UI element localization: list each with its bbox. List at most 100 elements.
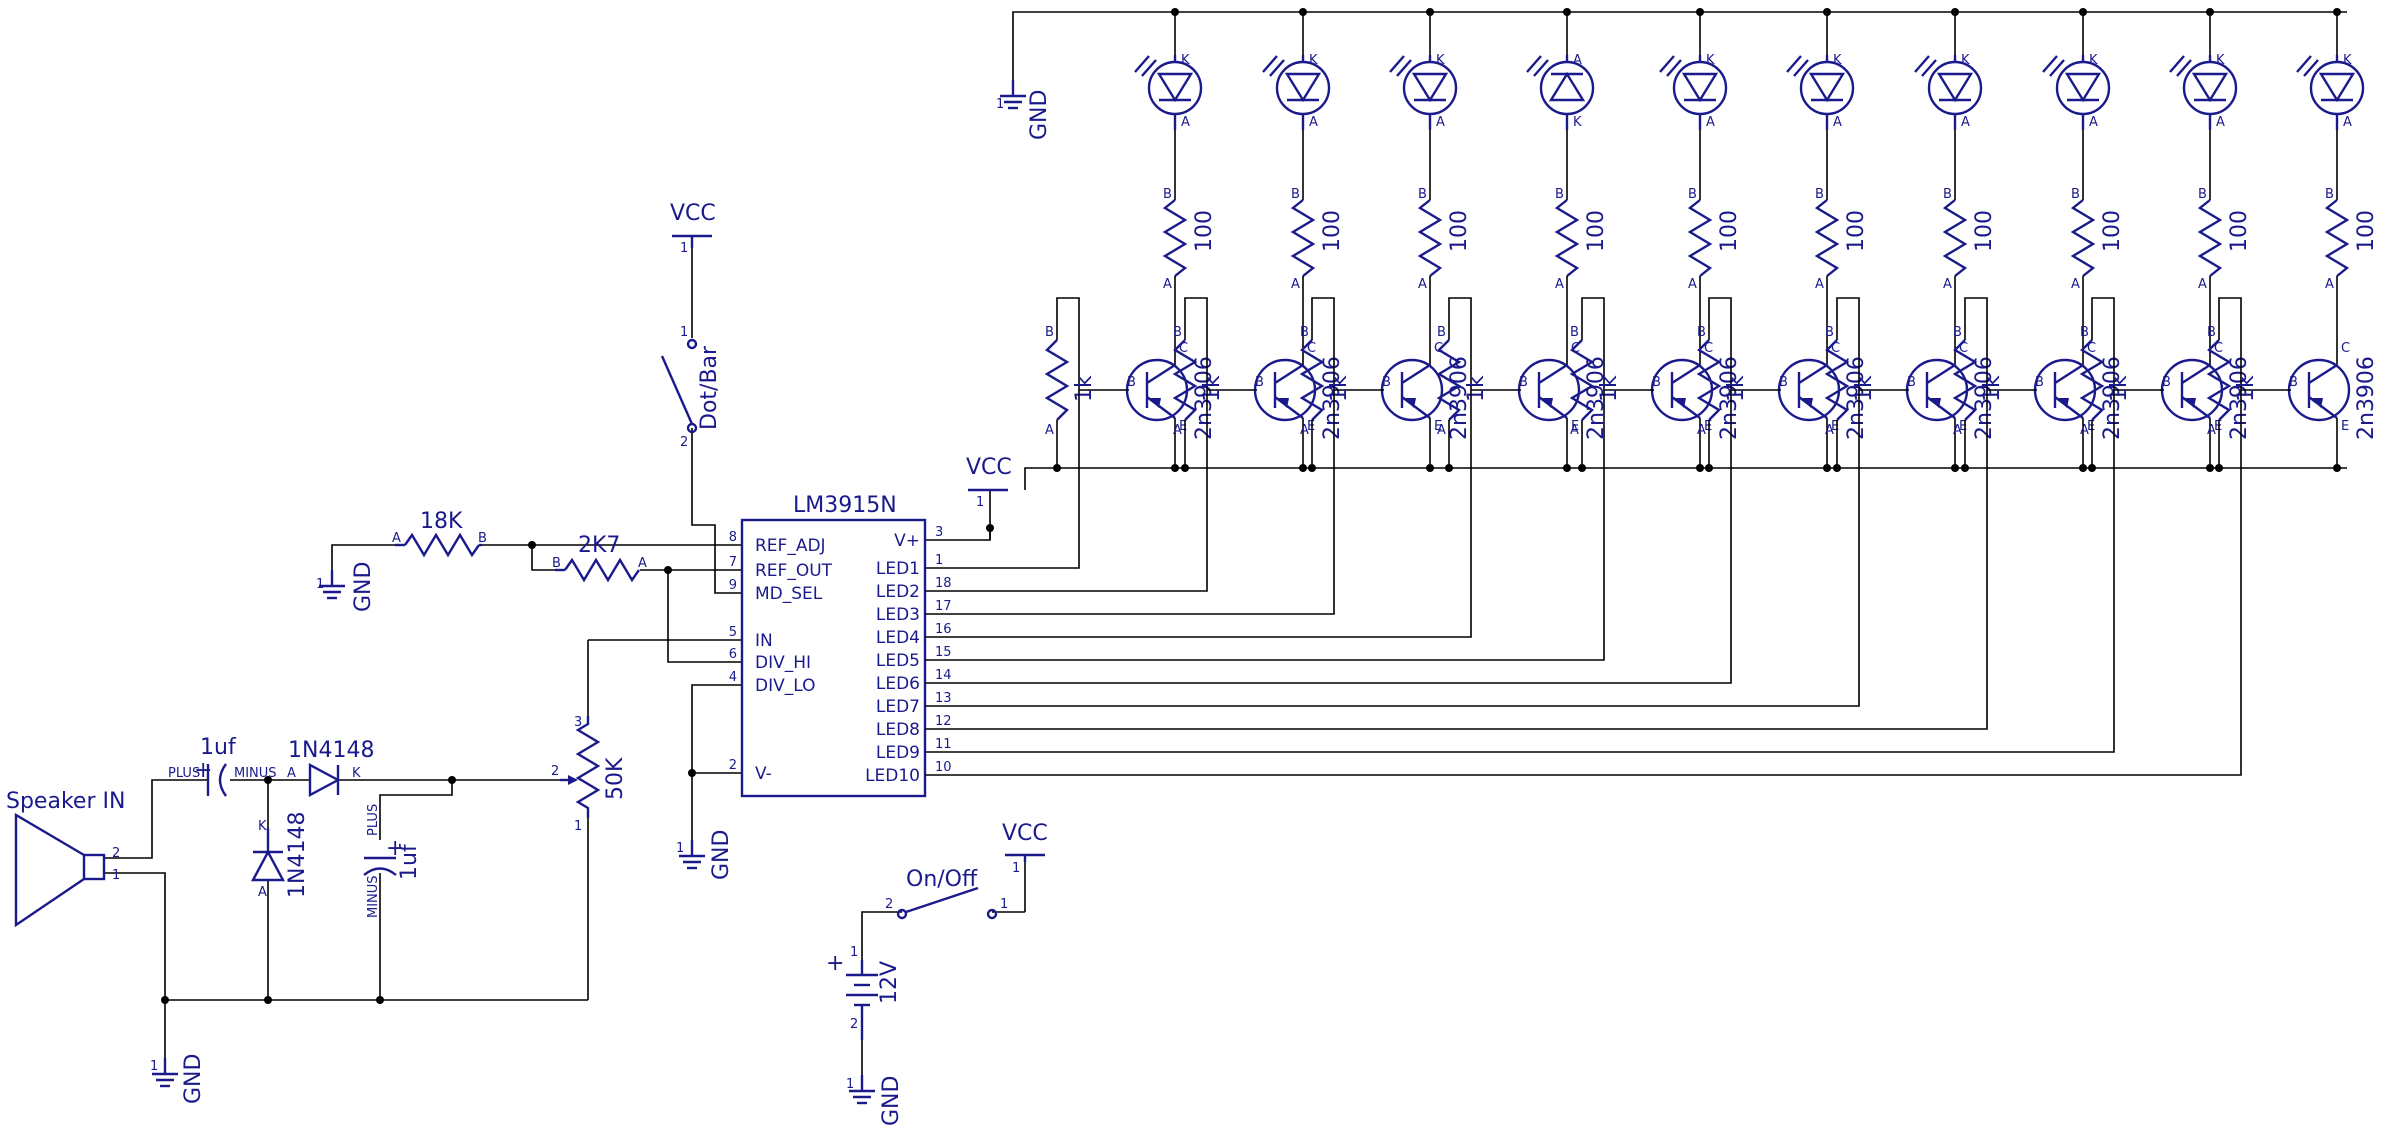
emitter-arrow bbox=[1149, 398, 1161, 408]
svg-text:+: + bbox=[386, 836, 404, 861]
pin-label: C bbox=[1959, 341, 1968, 356]
pin-label: A bbox=[1688, 277, 1697, 292]
transistor-collector bbox=[1926, 363, 1956, 385]
pin-label: B bbox=[1825, 325, 1834, 340]
wire bbox=[1964, 297, 1988, 390]
on-off-switch: On/Off 2 1 bbox=[885, 867, 1008, 920]
resistor-100 bbox=[1554, 199, 1580, 277]
resistor-100 bbox=[1417, 199, 1443, 277]
pin-label: C bbox=[1831, 341, 1840, 356]
transistor-collector bbox=[1274, 363, 1304, 385]
chip-pin-number: 15 bbox=[935, 645, 952, 660]
pin-label: B bbox=[1555, 187, 1564, 202]
transistor-body bbox=[1777, 358, 1841, 422]
junction-dot bbox=[1833, 464, 1841, 472]
pin-label: K bbox=[1833, 53, 1842, 68]
chip-pin-number: 2 bbox=[729, 758, 737, 773]
light-arrow bbox=[1921, 59, 1937, 77]
pin-label: A bbox=[2080, 423, 2089, 438]
led-drive-wire bbox=[925, 390, 1860, 707]
resistor-1k bbox=[2206, 339, 2232, 421]
svg-text:VCC: VCC bbox=[966, 455, 1012, 480]
gnd-symbol-top: GND 1 bbox=[996, 78, 1052, 140]
led-triangle bbox=[1284, 72, 1322, 103]
wire bbox=[1448, 297, 1472, 390]
resistor-100 bbox=[1814, 199, 1840, 277]
svg-text:GND: GND bbox=[879, 1076, 904, 1126]
resistor-value: 100 bbox=[1844, 210, 1869, 252]
pin-label: B bbox=[1697, 325, 1706, 340]
pin-label: A bbox=[1961, 115, 1970, 130]
chip-pin-name: LED1 bbox=[876, 559, 920, 579]
resistor-18k: 18K A B bbox=[392, 509, 487, 558]
wire bbox=[1836, 297, 1860, 390]
svg-text:+: + bbox=[194, 758, 212, 783]
pin-label: A bbox=[1697, 423, 1706, 438]
wire bbox=[1708, 297, 1732, 390]
junction-dot bbox=[2206, 464, 2214, 472]
light-arrow bbox=[1396, 59, 1412, 77]
coupling-capacitor: 1uf PLUS MINUS + bbox=[168, 735, 277, 797]
resistor-value: 1k bbox=[1200, 375, 1225, 402]
pin-label: C bbox=[1704, 341, 1713, 356]
led-drive-wire bbox=[925, 390, 1605, 661]
svg-text:2: 2 bbox=[551, 764, 559, 779]
pin-label: A bbox=[1173, 423, 1182, 438]
pin-label: B bbox=[1418, 187, 1427, 202]
resistor-value: 100 bbox=[1972, 210, 1997, 252]
junction-dot bbox=[2333, 464, 2341, 472]
pin-label: B bbox=[1779, 375, 1788, 390]
svg-text:VCC: VCC bbox=[670, 201, 716, 226]
pin-label: A bbox=[1573, 53, 1582, 68]
light-arrow bbox=[1141, 59, 1157, 77]
svg-text:PLUS: PLUS bbox=[168, 766, 200, 781]
pin-label: B bbox=[1173, 325, 1182, 340]
junction-dot bbox=[1961, 464, 1969, 472]
dot-bar-switch: Dot/Bar 1 2 bbox=[660, 325, 722, 450]
pin-label: E bbox=[1959, 419, 1967, 434]
pin-label: A bbox=[1953, 423, 1962, 438]
resistor-1k bbox=[1172, 339, 1198, 421]
pin-label: B bbox=[1255, 375, 1264, 390]
pin-label: E bbox=[1831, 419, 1839, 434]
svg-text:A: A bbox=[258, 885, 267, 900]
transistor-label: 2n3906 bbox=[2354, 356, 2379, 440]
led-body bbox=[1539, 60, 1595, 116]
transistor-body bbox=[1380, 358, 1444, 422]
chip-pin-number: 17 bbox=[935, 599, 952, 614]
light-arrow bbox=[1666, 59, 1682, 77]
pin-label: K bbox=[2343, 53, 2352, 68]
resistor-1k bbox=[1299, 339, 1325, 421]
gnd-symbol-battery: GND 1 bbox=[846, 1073, 904, 1126]
pin-label: K bbox=[1961, 53, 1970, 68]
wire bbox=[1581, 297, 1605, 390]
svg-text:1: 1 bbox=[150, 1059, 158, 1074]
chip-pin-name: LED10 bbox=[865, 766, 920, 786]
emitter-arrow bbox=[1277, 398, 1289, 408]
pin-label: B bbox=[1953, 325, 1962, 340]
resistor-value: 1k bbox=[1597, 375, 1622, 402]
chip-pin-name: REF_ADJ bbox=[755, 536, 826, 556]
junction-dot bbox=[2215, 464, 2223, 472]
junction-dot bbox=[1171, 464, 1179, 472]
svg-text:K: K bbox=[258, 819, 267, 834]
svg-text:2: 2 bbox=[885, 897, 893, 912]
chip-pin-number: 7 bbox=[729, 555, 737, 570]
junction-dot bbox=[1299, 464, 1307, 472]
resistor-value: 1k bbox=[1980, 375, 2005, 402]
pin-label: B bbox=[2080, 325, 2089, 340]
svg-text:GND: GND bbox=[1027, 90, 1052, 140]
svg-text:K: K bbox=[352, 766, 361, 781]
pin-label: A bbox=[1300, 423, 1309, 438]
resistor-2k7: 2K7 B A bbox=[552, 533, 647, 583]
transistor-label: 2n3906 bbox=[1972, 356, 1997, 440]
led-body bbox=[1147, 60, 1203, 116]
pin-label: A bbox=[2071, 277, 2080, 292]
resistor-value: 1k bbox=[2107, 375, 2132, 402]
svg-text:1: 1 bbox=[676, 841, 684, 856]
pin-label: A bbox=[1181, 115, 1190, 130]
transistor-collector bbox=[1798, 363, 1828, 385]
